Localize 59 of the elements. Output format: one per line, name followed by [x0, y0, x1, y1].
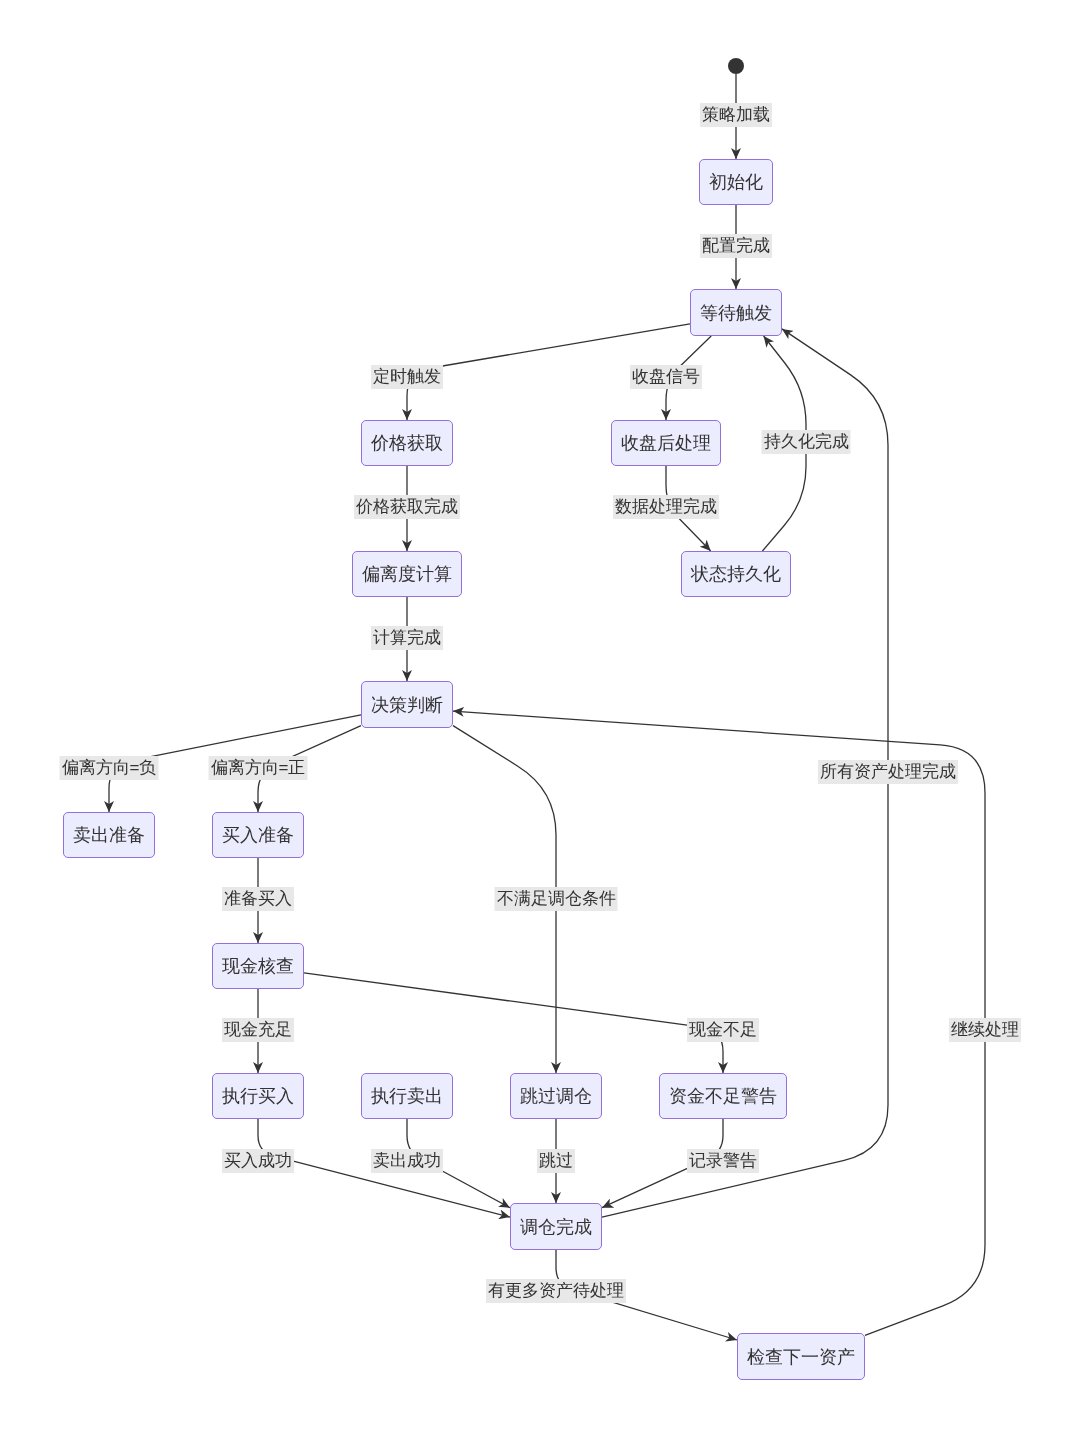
- edge-label: 现金充足: [222, 1018, 294, 1042]
- edge-label: 买入成功: [222, 1149, 294, 1173]
- state-box: [361, 420, 453, 466]
- edge-label: 收盘信号: [630, 365, 702, 389]
- edge-label: 策略加载: [700, 103, 772, 127]
- state-name: 初始化: [709, 171, 763, 194]
- edge-label: 配置完成: [700, 234, 772, 258]
- transition-arrow: [257, 1118, 511, 1220]
- transition-arrow: [601, 328, 889, 1218]
- edge-label: 持久化完成: [761, 430, 851, 454]
- edge-label: 准备买入: [222, 887, 294, 911]
- edge-label: 卖出成功: [371, 1149, 443, 1173]
- state-name: 执行买入: [222, 1085, 294, 1108]
- edge-label: 现金不足: [687, 1018, 759, 1042]
- edge-label: 所有资产处理完成: [818, 760, 958, 784]
- state-name: 现金核查: [222, 955, 294, 978]
- state-name: 价格获取: [371, 432, 443, 455]
- state-box: [737, 1333, 865, 1380]
- state-name: 决策判断: [371, 693, 443, 717]
- edge-label: 继续处理: [949, 1018, 1021, 1042]
- state-name: 偏离度计算: [362, 563, 452, 586]
- edge-label: 偏离方向=正: [208, 756, 308, 780]
- edge-label: 记录警告: [687, 1149, 759, 1173]
- state-box: [659, 1073, 787, 1119]
- state-box: [212, 812, 304, 858]
- edge-label: 有更多资产待处理: [486, 1279, 626, 1303]
- state-box: [361, 681, 453, 728]
- state-name: 检查下一资产: [747, 1345, 855, 1369]
- transition-arrow: [761, 335, 807, 552]
- state-box: [690, 289, 782, 336]
- state-box: [611, 420, 721, 466]
- state-name: 执行卖出: [371, 1085, 443, 1108]
- transition-arrow: [303, 972, 728, 1074]
- state-name: 卖出准备: [73, 824, 145, 847]
- state-name: 资金不足警告: [669, 1085, 777, 1108]
- edge-label: 计算完成: [371, 626, 443, 650]
- edge-label: 偏离方向=负: [59, 756, 159, 780]
- transition-arrow: [452, 706, 986, 1336]
- edge-label: 不满足调仓条件: [494, 887, 618, 911]
- state-box: [212, 943, 304, 989]
- state-box: [681, 551, 791, 597]
- state-name: 跳过调仓: [520, 1085, 592, 1108]
- state-name: 买入准备: [222, 824, 294, 847]
- state-box: [510, 1073, 602, 1119]
- edge-label: 价格获取完成: [354, 495, 460, 519]
- state-name: 收盘后处理: [621, 432, 711, 455]
- state-box: [361, 1073, 453, 1119]
- transition-arrow: [452, 724, 561, 1074]
- state-box: [510, 1203, 602, 1250]
- state-name: 等待触发: [700, 301, 772, 325]
- edge-label: 数据处理完成: [613, 495, 719, 519]
- state-box: [352, 551, 462, 597]
- edge-label: 定时触发: [371, 365, 443, 389]
- state-box: [63, 812, 155, 858]
- state-name: 状态持久化: [691, 563, 781, 586]
- state-box: [212, 1073, 304, 1119]
- state-name: 调仓完成: [520, 1215, 592, 1239]
- state-box: [699, 159, 773, 205]
- edge-label: 跳过: [537, 1149, 575, 1173]
